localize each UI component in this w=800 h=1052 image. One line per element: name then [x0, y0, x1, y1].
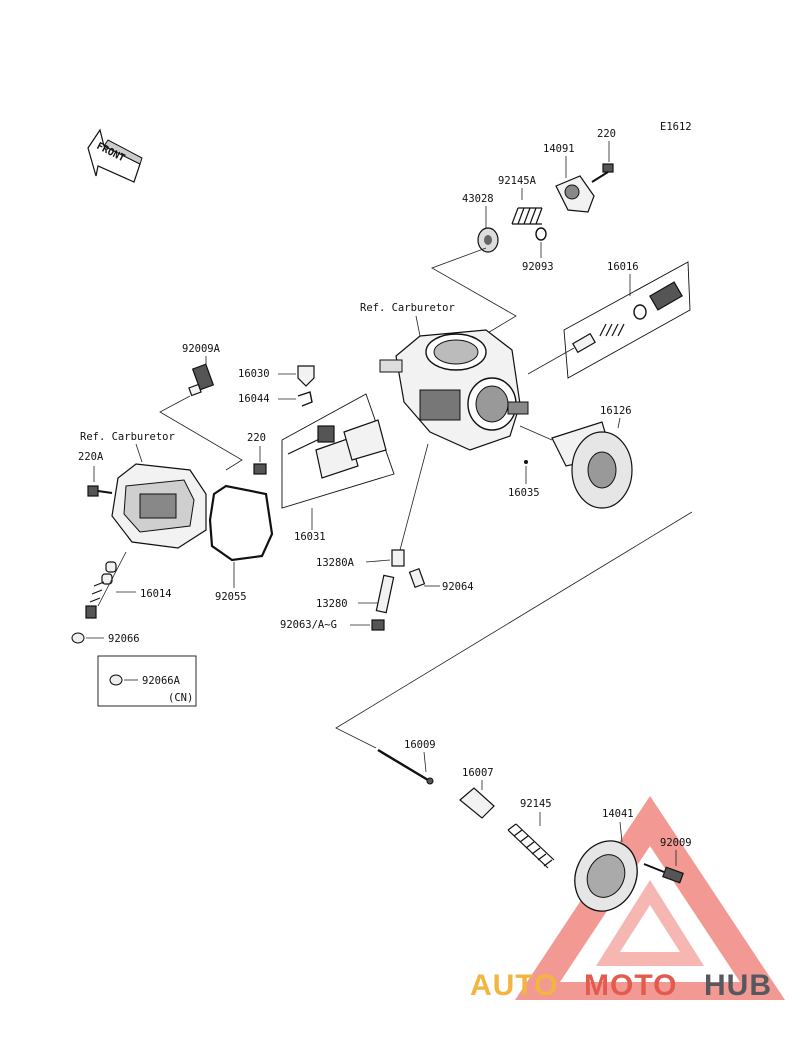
box-16016	[563, 261, 691, 379]
jet-92064	[408, 568, 426, 588]
screw-92009	[643, 863, 684, 884]
oring-92093	[535, 227, 547, 241]
label-92009: 92009	[660, 837, 692, 849]
label-92055: 92055	[215, 591, 247, 603]
label-14041: 14041	[602, 808, 634, 820]
screw-220-mid	[253, 463, 267, 475]
label-16007: 16007	[462, 767, 494, 779]
watermark-text: AUTO MOTO HUB	[470, 969, 772, 1002]
screw-220A	[87, 485, 113, 497]
screw-16014	[85, 561, 117, 619]
screw-92009A	[188, 363, 215, 397]
label-92066: 92066	[108, 633, 140, 645]
label-13280A: 13280A	[316, 557, 355, 569]
box-16031	[281, 393, 395, 509]
label-220-top: 220	[597, 128, 616, 140]
watermark-triangle-core	[620, 905, 680, 952]
diaphragm-43028	[477, 227, 499, 253]
label-92066A: 92066A	[142, 675, 181, 687]
watermark-hub: HUB	[704, 969, 772, 1002]
label-16126: 16126	[600, 405, 632, 417]
label-16031: 16031	[294, 531, 326, 543]
label-16035: 16035	[508, 487, 540, 499]
needle-jet-13280	[375, 574, 395, 614]
front-arrow: FRONT	[87, 128, 143, 183]
ref-carburetor-left: Ref. Carburetor	[80, 431, 175, 443]
label-16030: 16030	[238, 368, 270, 380]
gasket-92055	[208, 484, 274, 562]
label-220-mid: 220	[247, 432, 266, 444]
label-14091: 14091	[543, 143, 575, 155]
spring-92145A	[511, 207, 543, 225]
ref-carburetor-top: Ref. Carburetor	[360, 302, 455, 314]
jet-92063	[371, 619, 385, 631]
cover-14091	[555, 175, 595, 213]
clip-16044	[297, 391, 313, 407]
label-92145A: 92145A	[498, 175, 537, 187]
watermark-moto: MOTO	[584, 969, 677, 1002]
label-92064: 92064	[442, 581, 474, 593]
label-16009: 16009	[404, 739, 436, 751]
float-chamber	[111, 463, 207, 549]
label-92145: 92145	[520, 798, 552, 810]
label-16014: 16014	[140, 588, 172, 600]
label-92063: 92063/A~G	[280, 619, 337, 631]
watermark-auto: AUTO	[470, 969, 558, 1002]
cover-14041	[574, 840, 638, 912]
spring-92145	[507, 823, 555, 869]
label-16044: 16044	[238, 393, 270, 405]
cap-92066	[71, 632, 85, 644]
cap-92066A	[109, 674, 123, 686]
lever-16007	[459, 787, 495, 819]
label-43028: 43028	[462, 193, 494, 205]
label-92009A: 92009A	[182, 343, 221, 355]
bolt-16035	[524, 460, 528, 464]
needle-16030	[297, 365, 315, 387]
label-220A: 220A	[78, 451, 104, 463]
box-92066A	[97, 655, 197, 707]
cn-note: (CN)	[168, 692, 193, 704]
watermark-logo	[515, 796, 785, 1000]
rod-16009	[377, 748, 434, 785]
jet-13280A	[391, 549, 405, 567]
carburetor-body	[379, 329, 529, 451]
label-92093: 92093	[522, 261, 554, 273]
label-16016: 16016	[607, 261, 639, 273]
diagram-code: E1612	[660, 121, 692, 133]
diaphragm-16126	[551, 421, 633, 509]
label-13280: 13280	[316, 598, 348, 610]
bolt-220-top	[591, 163, 614, 183]
